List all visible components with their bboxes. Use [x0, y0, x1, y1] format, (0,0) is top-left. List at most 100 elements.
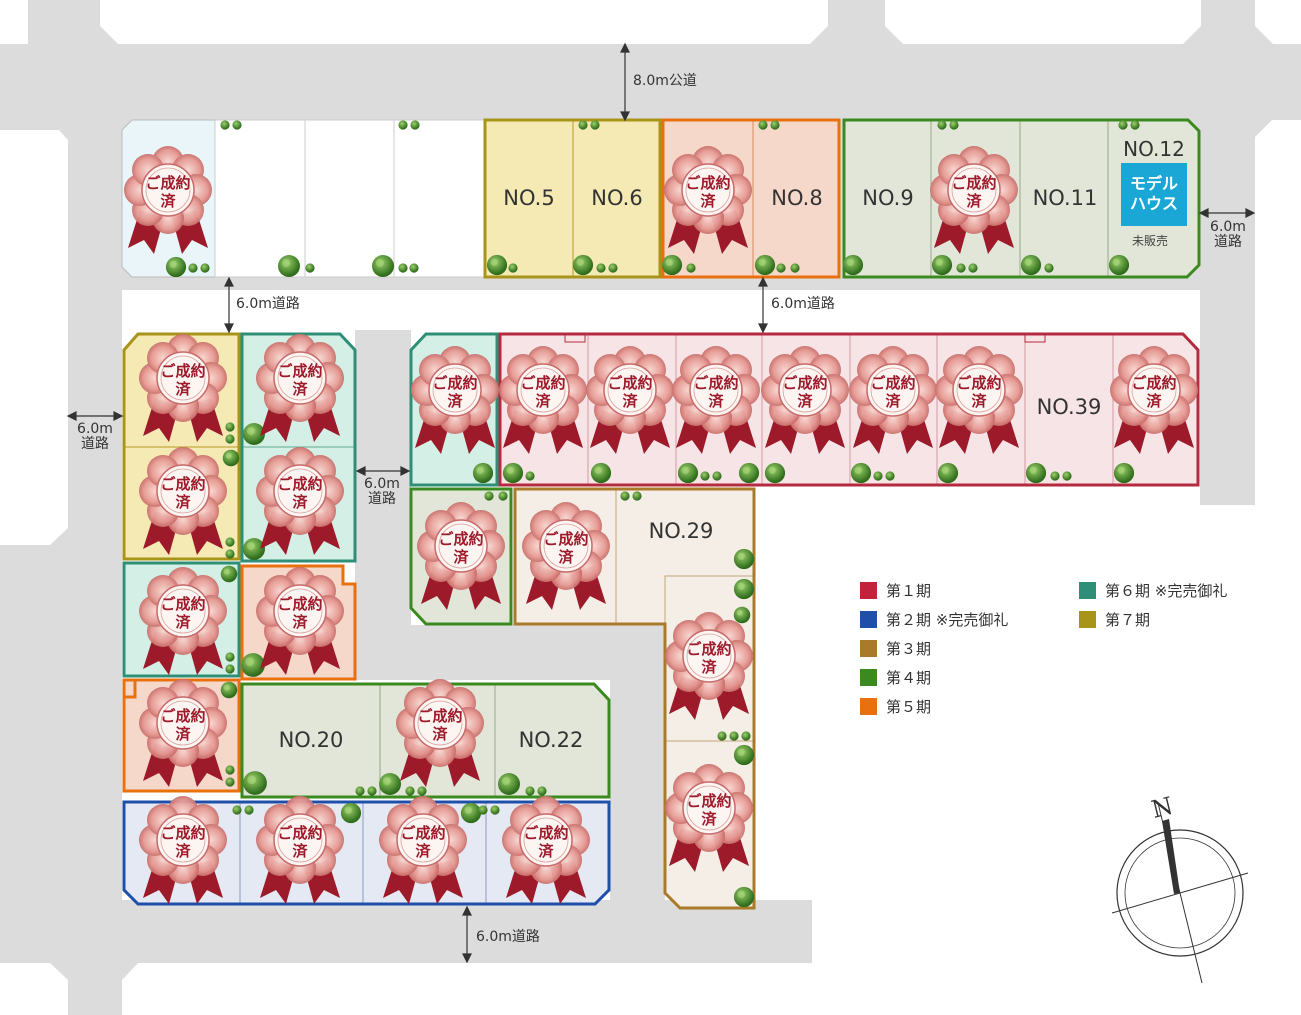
road-label-left: 6.0m 道路 — [71, 422, 119, 452]
contract-badge-line2: 済 — [701, 658, 717, 676]
contract-badge-line2: 済 — [1146, 392, 1162, 410]
road-width: 6.0m — [77, 421, 113, 437]
contract-badge-line1: ご成約 — [693, 374, 738, 392]
lot-no6: NO.6 — [591, 186, 642, 210]
contract-badge-line1: ご成約 — [870, 374, 915, 392]
contract-badge-line1: ご成約 — [160, 707, 205, 725]
contract-badge-line2: 済 — [175, 613, 191, 631]
contract-badge-line2: 済 — [885, 392, 901, 410]
legend-swatch — [860, 582, 877, 599]
legend-label: 第１期 — [886, 582, 932, 600]
contract-badge-line2: 済 — [708, 392, 724, 410]
lot-11 — [1019, 119, 1109, 278]
contract-badge-line2: 済 — [447, 392, 463, 410]
contract-badge-line2: 済 — [175, 725, 191, 743]
contract-badge-line2: 済 — [292, 842, 308, 860]
lot-no22: NO.22 — [519, 728, 584, 752]
lot-6 — [572, 119, 661, 278]
contract-badge-line1: ご成約 — [160, 475, 205, 493]
contract-badges: ご成約済ご成約済ご成約済ご成約済ご成約済ご成約済ご成約済ご成約済ご成約済ご成約済… — [123, 145, 1199, 905]
road-label-public-top: 8.0m公道 — [633, 73, 697, 89]
lot-numbers: NO.5 NO.6 NO.8 NO.9 NO.11 NO.12 NO.39 NO… — [279, 137, 1185, 752]
contract-badge-line2: 済 — [432, 725, 448, 743]
contract-badge-line2: 済 — [701, 810, 717, 828]
contract-badge-line1: ご成約 — [160, 595, 205, 613]
legend-swatch — [1079, 611, 1096, 628]
contract-badge-line1: ご成約 — [400, 824, 445, 842]
legend-item-phase4: 第４期 — [860, 663, 1060, 692]
lot-no9: NO.9 — [862, 186, 913, 210]
contract-badge-line2: 済 — [538, 842, 554, 860]
lot-8 — [752, 119, 840, 278]
lot-no8: NO.8 — [771, 186, 822, 210]
road-width: 6.0m — [1210, 219, 1246, 235]
contract-badge-line1: ご成約 — [145, 174, 190, 192]
contract-badge-line2: 済 — [175, 842, 191, 860]
contract-badge-line2: 済 — [292, 613, 308, 631]
contract-badge-line2: 済 — [966, 192, 982, 210]
lot-3 — [304, 119, 395, 278]
contract-badge-line1: ご成約 — [417, 707, 462, 725]
legend-item-phase5: 第５期 — [860, 692, 1060, 721]
compass: N — [1111, 792, 1249, 984]
contract-badge-line2: 済 — [175, 493, 191, 511]
legend-label: 第７期 — [1105, 611, 1151, 629]
lot-no39: NO.39 — [1037, 395, 1102, 419]
legend-label: 第４期 — [886, 669, 932, 687]
model-house-line2: ハウス — [1129, 194, 1178, 213]
legend-swatch — [860, 611, 877, 628]
contract-badge-line1: ご成約 — [685, 174, 730, 192]
road-unit: 道路 — [1214, 234, 1242, 250]
contract-badge-line2: 済 — [535, 392, 551, 410]
lot-no12: NO.12 — [1123, 137, 1185, 161]
road-label-bottom: 6.0m道路 — [476, 929, 540, 945]
contract-badge-line1: ご成約 — [160, 362, 205, 380]
contract-badge-line2: 済 — [160, 192, 176, 210]
phase-legend-2: 第６期 ※完売御礼 第７期 — [1079, 576, 1289, 634]
contract-badge-line1: ご成約 — [1131, 374, 1176, 392]
contract-badge-line1: ご成約 — [277, 824, 322, 842]
contract-badge-line1: ご成約 — [277, 595, 322, 613]
contract-badge-line1: ご成約 — [951, 174, 996, 192]
legend-item-phase2: 第２期 ※完売御礼 — [860, 605, 1060, 634]
model-house-line1: モデル — [1129, 174, 1178, 193]
contract-badge-line1: ご成約 — [686, 640, 731, 658]
legend-item-phase1: 第１期 — [860, 576, 1060, 605]
legend-label: 第２期 ※完売御礼 — [886, 611, 1009, 629]
legend-swatch — [860, 640, 877, 657]
legend-item-phase3: 第３期 — [860, 634, 1060, 663]
model-house-tag: モデル ハウス — [1121, 163, 1187, 226]
contract-badge-line1: ご成約 — [543, 530, 588, 548]
legend-swatch — [860, 698, 877, 715]
legend-item-phase7: 第７期 — [1079, 605, 1289, 634]
contract-badge-line1: ご成約 — [277, 362, 322, 380]
lot-2 — [214, 119, 306, 278]
legend-label: 第６期 ※完売御礼 — [1105, 582, 1228, 600]
contract-badge-line2: 済 — [700, 192, 716, 210]
contract-badge-line2: 済 — [453, 548, 469, 566]
lot-no11: NO.11 — [1033, 186, 1098, 210]
contract-badge-line1: ご成約 — [277, 475, 322, 493]
road-label-upper-right: 6.0m道路 — [771, 296, 835, 312]
